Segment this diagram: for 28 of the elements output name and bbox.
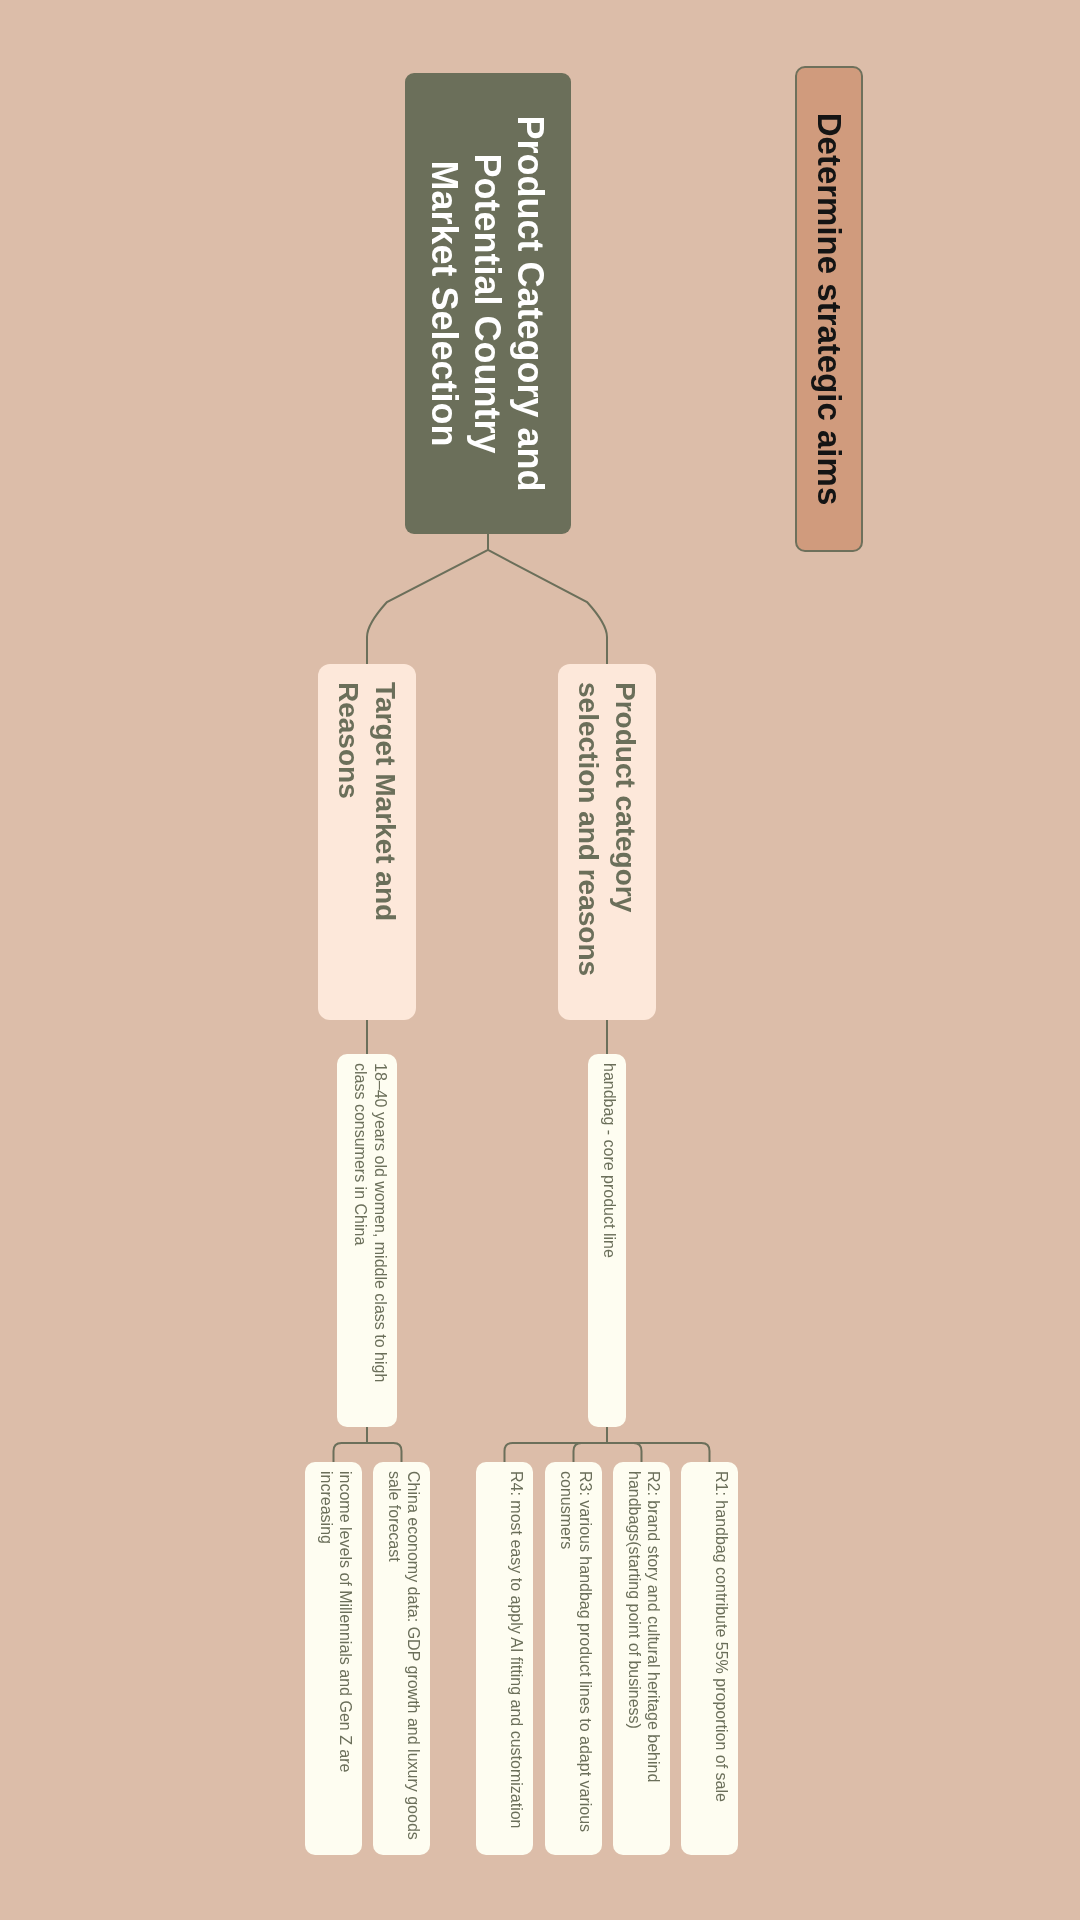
topic-label: Target Market and Reasons <box>332 682 402 924</box>
subtopic-box <box>588 1054 626 1427</box>
subtopic-box <box>476 1462 533 1855</box>
subtopic-box <box>681 1462 738 1855</box>
main-topic-box <box>318 664 416 1020</box>
main-topic-box <box>558 664 656 1020</box>
subtopic-box <box>545 1462 602 1855</box>
topic-label: R2: brand story and cultural heritage behind handbags(starting point of business) <box>625 1471 663 1785</box>
subtopic-box <box>337 1054 397 1427</box>
connector-line <box>366 1019 368 1055</box>
central-topic-box <box>405 73 571 534</box>
topic-label: Product category selection and reasons <box>572 682 642 979</box>
topic-label: R1: handbag contribute 55% proportion of sale <box>712 1471 731 1802</box>
connector-line <box>606 1019 608 1055</box>
topic-label: 18–40 years old women, middle class to high class consumers in China <box>351 1063 390 1385</box>
connector-line <box>332 1426 368 1463</box>
topic-label: handbag - core product line <box>600 1063 619 1258</box>
topic-label: income levels of Millennials and Gen Z are increasing <box>317 1471 355 1775</box>
subtopic-box <box>613 1462 670 1855</box>
topic-label: R3: various handbag product lines to adapt various conusmers <box>557 1471 595 1835</box>
subtopic-box <box>305 1462 362 1855</box>
connector-line <box>503 1426 608 1463</box>
topic-label: Product Category and Potential Country Market Selection <box>423 114 553 494</box>
topic-label: Determine strategic aims <box>810 112 849 506</box>
subtopic-box <box>373 1462 430 1855</box>
connector-line <box>366 533 489 665</box>
topic-label: R4: most easy to apply AI fitting and customization <box>507 1471 526 1829</box>
floating-topic-box <box>795 66 863 552</box>
